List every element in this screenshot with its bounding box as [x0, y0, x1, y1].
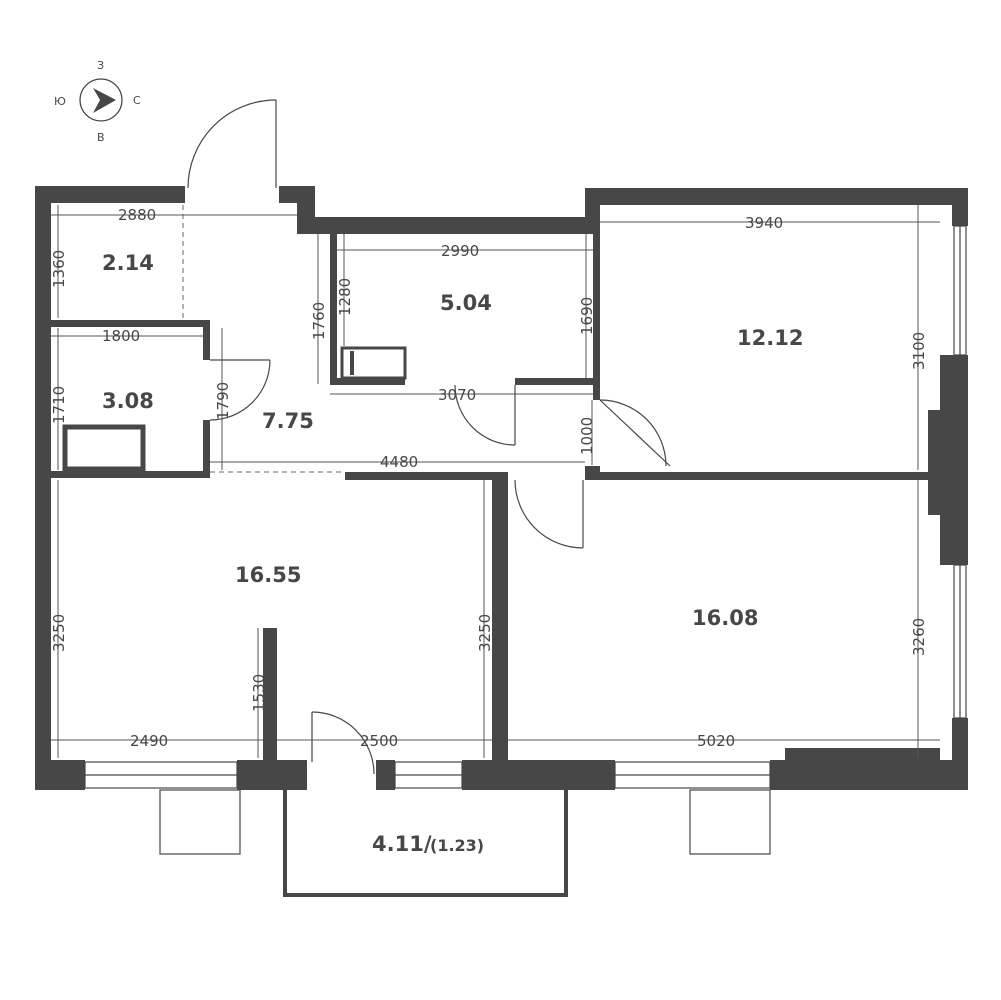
area-storage: 2.14	[102, 251, 154, 275]
dim-1530: 1530	[250, 674, 268, 712]
compass: З Ю С В	[54, 59, 141, 144]
area-balcony-reduced: (1.23)	[430, 836, 484, 855]
dim-2500: 2500	[360, 732, 398, 750]
dim-1800: 1800	[102, 327, 140, 345]
bathtub-small	[62, 424, 146, 472]
compass-north: С	[133, 94, 141, 107]
area-bathroom-large: 5.04	[440, 291, 492, 315]
area-bathroom-small: 3.08	[102, 389, 154, 413]
ac-unit-right	[689, 789, 771, 855]
dimension-labels: 2880 1360 1800 1710 1790 1760 1280 2990 …	[50, 206, 928, 750]
walls	[35, 186, 968, 790]
entry-door	[187, 99, 277, 189]
compass-east: В	[97, 131, 105, 144]
shower-tray	[340, 346, 407, 380]
dim-5020: 5020	[697, 732, 735, 750]
area-hall: 7.75	[262, 409, 314, 433]
balcony-outline	[283, 790, 568, 897]
room-areas: 2.14 5.04 3.08 7.75 12.12 16.55 16.08 4.…	[102, 251, 803, 856]
dim-3250-mid: 3250	[476, 614, 494, 652]
dim-2880: 2880	[118, 206, 156, 224]
area-bedroom-bottom-right: 16.08	[692, 606, 758, 630]
dim-3070: 3070	[438, 386, 476, 404]
area-balcony: 4.11/	[372, 832, 432, 856]
dim-3250-left: 3250	[50, 614, 68, 652]
dim-3100: 3100	[910, 332, 928, 370]
dim-1000: 1000	[578, 417, 596, 455]
dim-1360: 1360	[50, 250, 68, 288]
area-living-room: 16.55	[235, 563, 301, 587]
dimension-lines	[51, 205, 940, 758]
dim-3940: 3940	[745, 214, 783, 232]
windows	[84, 225, 967, 789]
dim-1760: 1760	[310, 302, 328, 340]
dim-1790: 1790	[214, 382, 232, 420]
dim-1280: 1280	[336, 278, 354, 316]
compass-circle	[79, 78, 123, 122]
dim-1710: 1710	[50, 386, 68, 424]
dim-2490: 2490	[130, 732, 168, 750]
dim-1690: 1690	[578, 297, 596, 335]
dim-4480: 4480	[380, 453, 418, 471]
ac-unit-left	[159, 789, 241, 855]
interior-doors	[209, 359, 671, 775]
compass-south: Ю	[54, 95, 66, 108]
compass-arrow-icon	[93, 88, 116, 113]
dim-2990: 2990	[441, 242, 479, 260]
area-bedroom-top-right: 12.12	[737, 326, 803, 350]
dim-3260: 3260	[910, 618, 928, 656]
compass-west: З	[97, 59, 104, 72]
